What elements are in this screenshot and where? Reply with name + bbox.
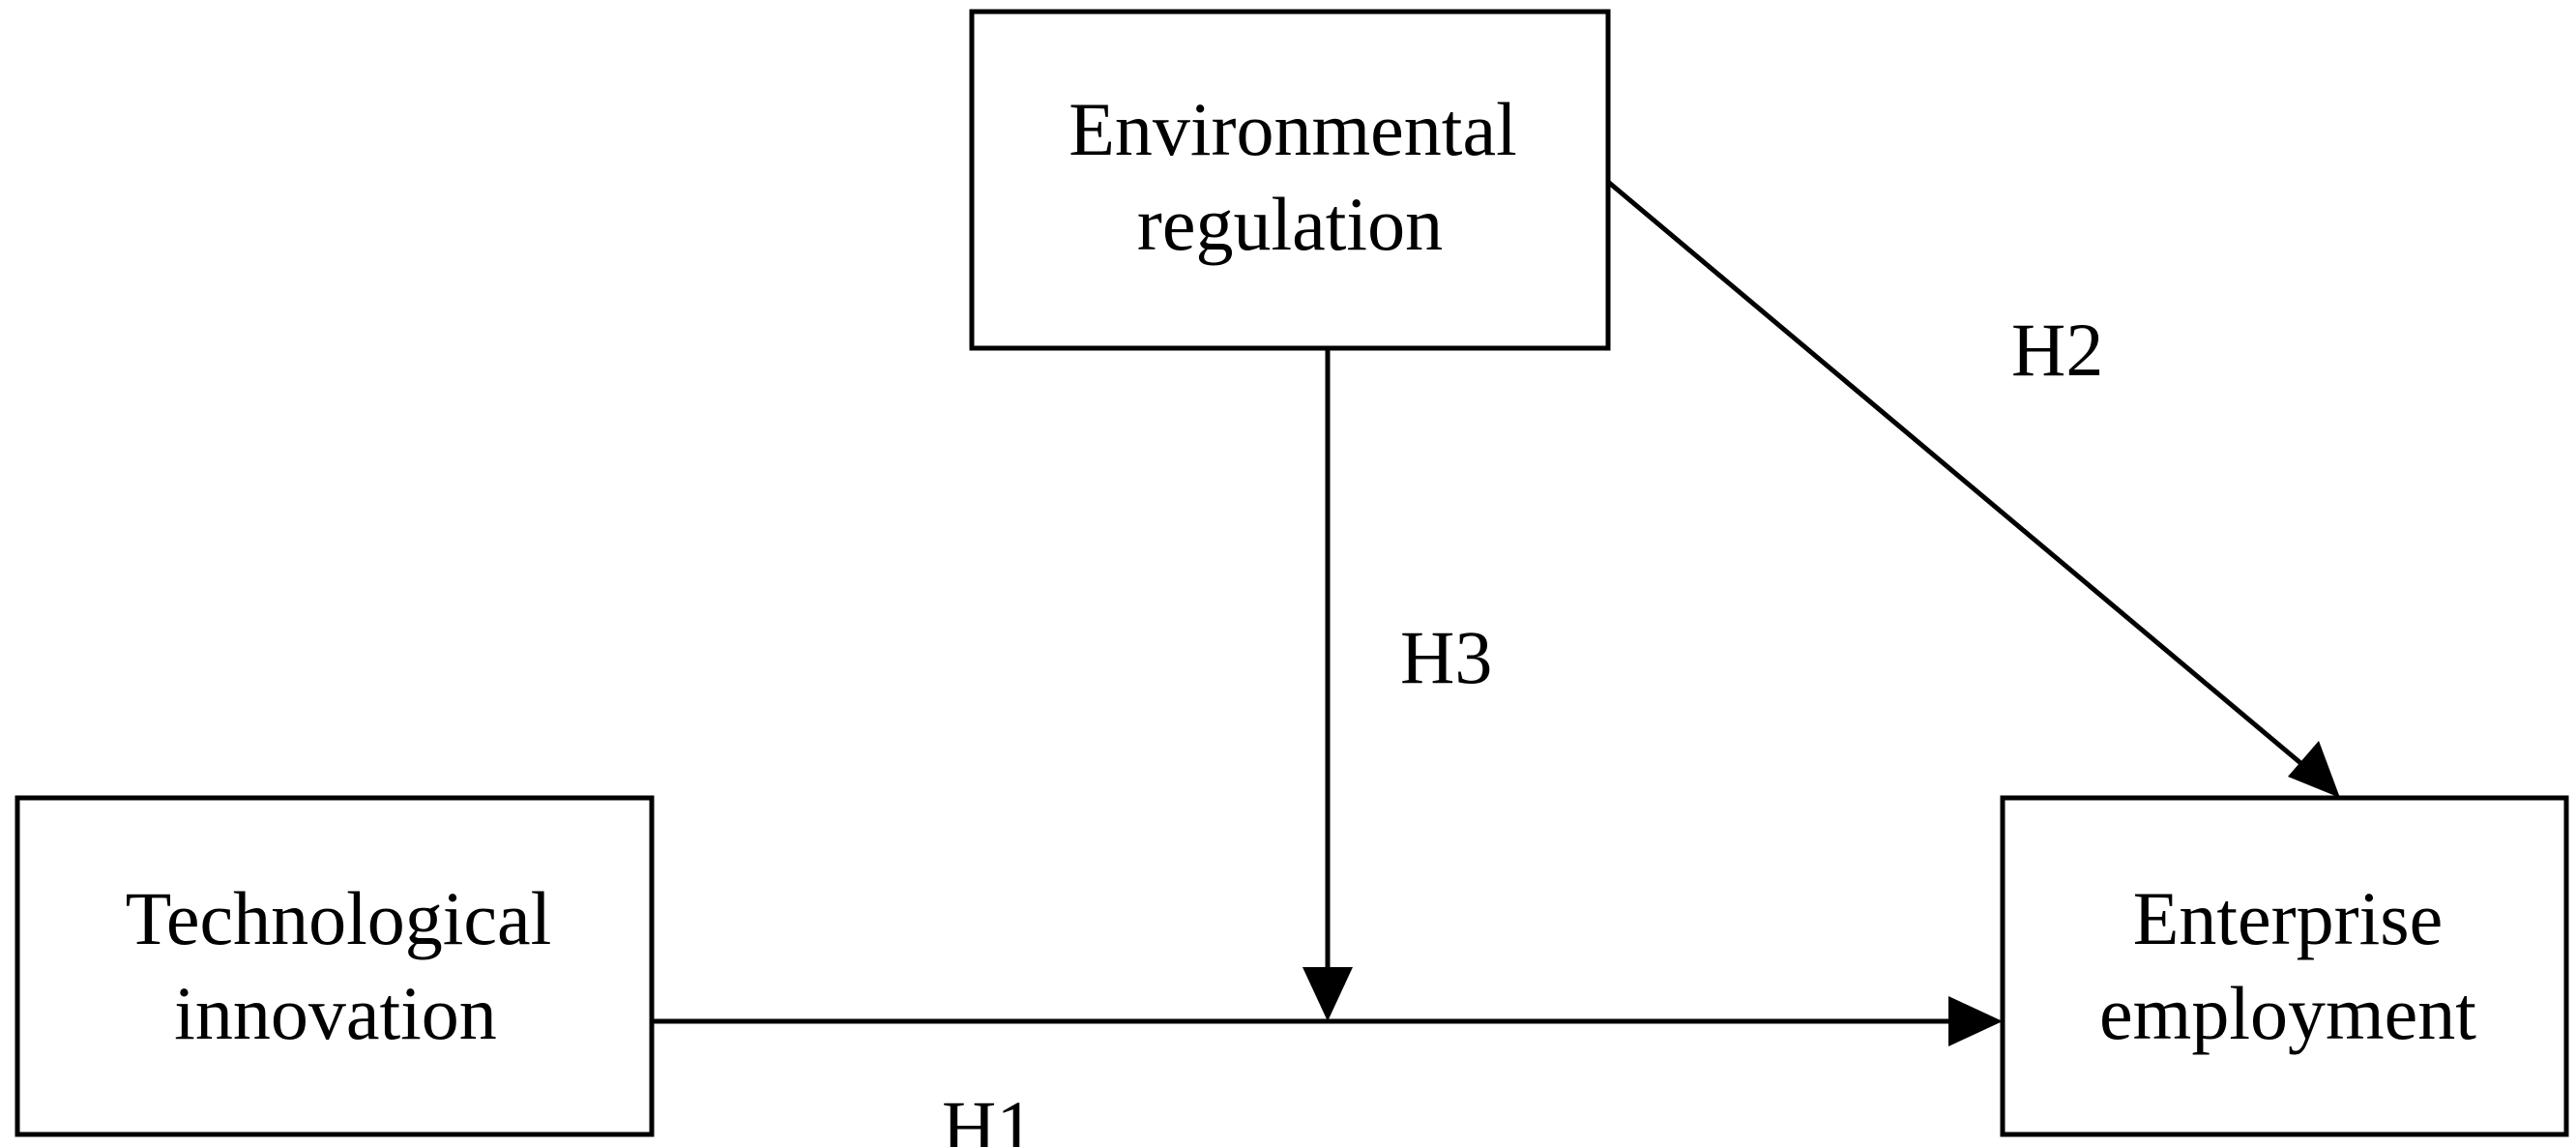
node-environmental-regulation-line1: Environmental: [1068, 87, 1517, 171]
edge-h3-arrowhead: [1303, 967, 1353, 1021]
node-environmental-regulation: Environmental regulation: [969, 9, 1611, 351]
edge-h3: H3: [1303, 348, 1492, 1021]
node-environmental-regulation-line2: regulation: [1137, 182, 1443, 266]
node-technological-innovation-line2: innovation: [174, 971, 497, 1055]
edge-h2-arrowhead: [2288, 741, 2340, 798]
edge-h3-label: H3: [1400, 615, 1492, 699]
node-technological-innovation-line1: Technological: [126, 876, 552, 960]
node-enterprise-employment-box: [2000, 795, 2569, 1137]
edge-h2: H2: [1606, 180, 2340, 798]
node-environmental-regulation-box: [969, 9, 1611, 351]
node-technological-innovation-box: [15, 795, 655, 1137]
node-enterprise-employment: Enterprise employment: [2000, 795, 2569, 1137]
edge-h1: H1: [652, 996, 2003, 1147]
node-technological-innovation: Technological innovation: [15, 795, 655, 1137]
node-enterprise-employment-line1: Enterprise: [2133, 876, 2444, 960]
edge-h2-line: [1606, 180, 2307, 769]
edge-h2-label: H2: [2011, 308, 2103, 392]
node-enterprise-employment-line2: employment: [2099, 971, 2476, 1055]
edge-h1-arrowhead: [1948, 996, 2003, 1046]
edge-h1-label: H1: [942, 1085, 1034, 1147]
